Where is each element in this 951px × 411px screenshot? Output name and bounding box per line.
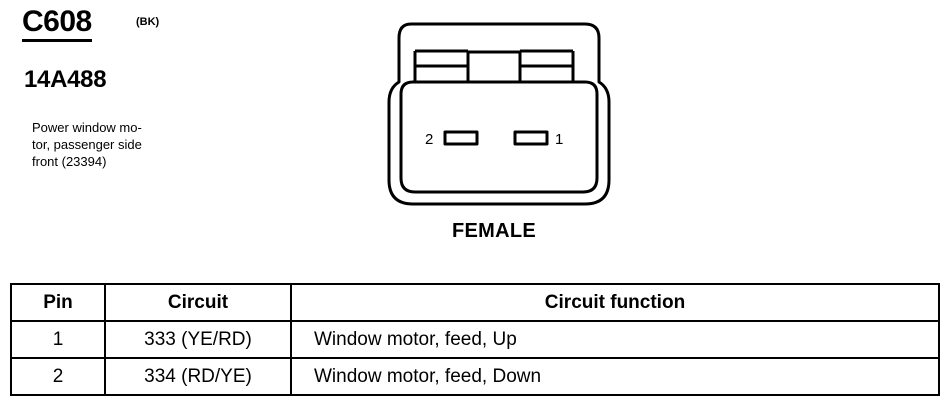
table-row: 2 334 (RD/YE) Window motor, feed, Down	[10, 357, 940, 396]
description-line-1: Power window mo-	[32, 120, 142, 135]
cell-circuit-function: Window motor, feed, Up	[290, 320, 940, 359]
part-number: 14A488	[24, 66, 107, 93]
cell-circuit-function: Window motor, feed, Down	[290, 357, 940, 396]
cell-pin: 2	[10, 357, 106, 396]
cell-circuit: 334 (RD/YE)	[104, 357, 292, 396]
description-line-2: tor, passenger side	[32, 137, 142, 152]
terminal-2-cavity	[443, 130, 479, 146]
table-header-row: Pin Circuit Circuit function	[10, 283, 940, 322]
connector-gender-label: FEMALE	[452, 220, 537, 242]
cell-pin: 1	[10, 320, 106, 359]
connector-color-code: (BK)	[136, 16, 160, 28]
connector-description: Power window mo- tor, passenger side fro…	[32, 119, 192, 170]
terminal-1-cavity	[513, 130, 549, 146]
terminal-1-label: 1	[555, 131, 563, 148]
connector-face-diagram: 2 1	[387, 22, 611, 206]
connector-inner-cavity	[399, 80, 599, 194]
header-circuit: Circuit	[104, 283, 292, 322]
header-pin: Pin	[10, 283, 106, 322]
connector-outer-shell	[387, 22, 611, 206]
header-circuit-function: Circuit function	[290, 283, 940, 322]
connector-latch	[413, 49, 575, 84]
cell-circuit: 333 (YE/RD)	[104, 320, 292, 359]
description-line-3: front (23394)	[32, 154, 107, 169]
table-row: 1 333 (YE/RD) Window motor, feed, Up	[10, 320, 940, 359]
pinout-table: Pin Circuit Circuit function 1 333 (YE/R…	[10, 283, 940, 396]
terminal-2-label: 2	[425, 131, 433, 148]
connector-id: C608	[22, 6, 92, 42]
